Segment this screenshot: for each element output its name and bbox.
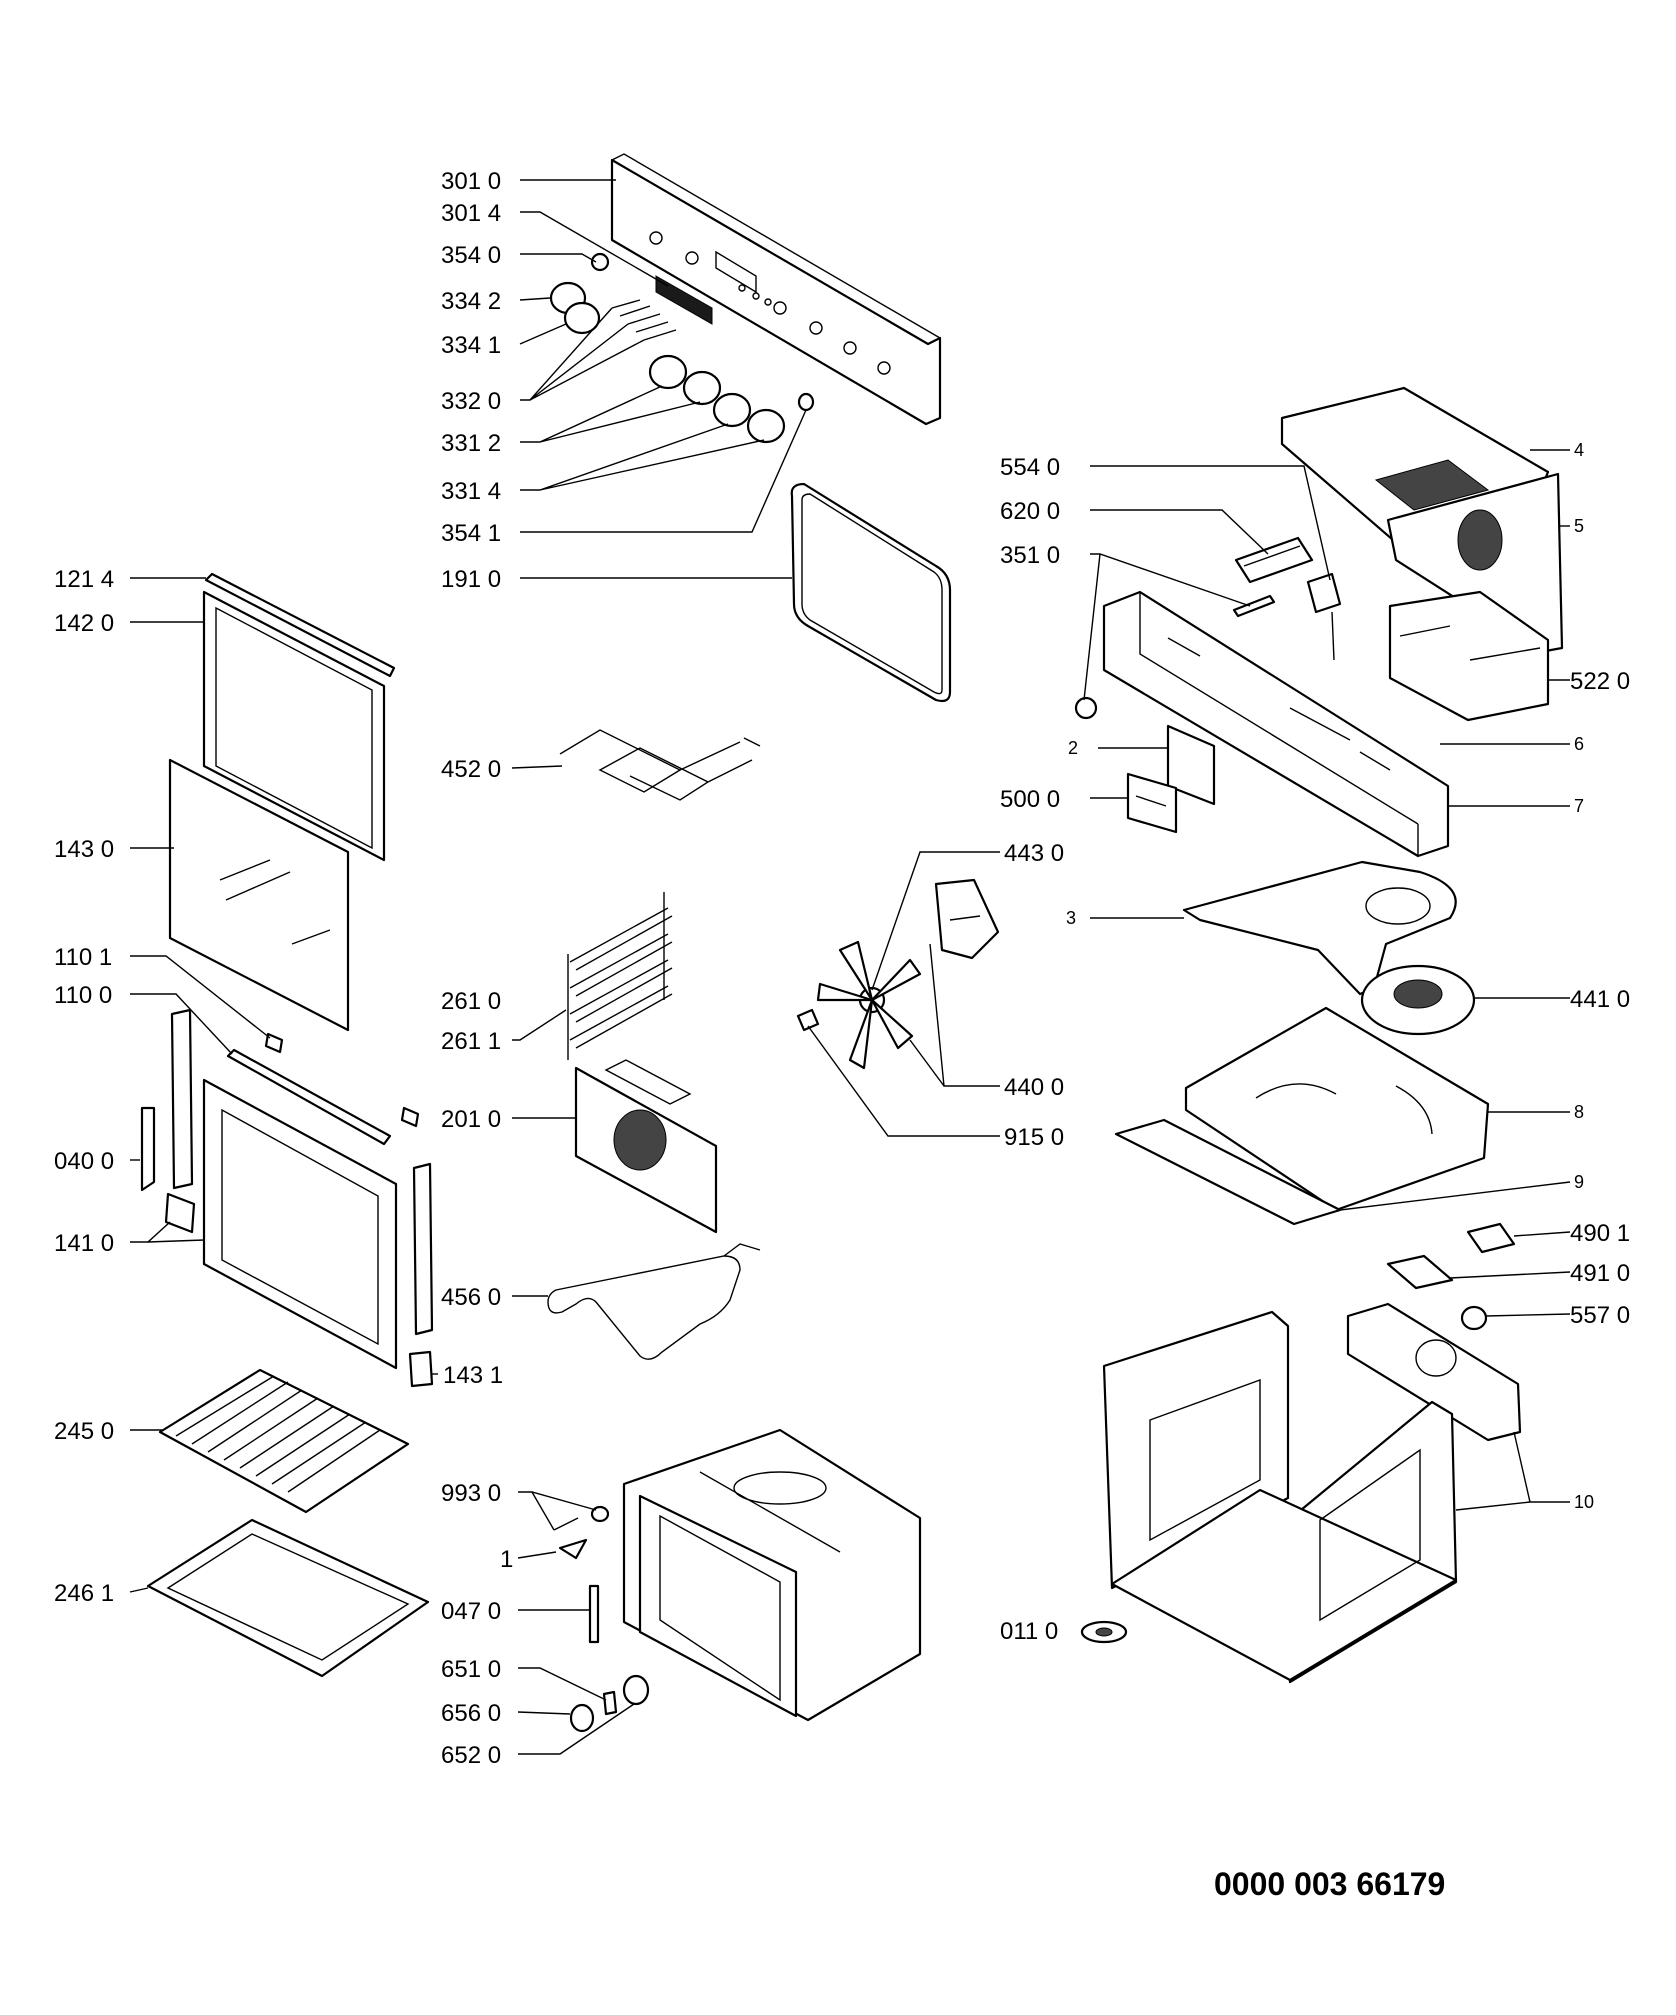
outer-casing: [1102, 1302, 1522, 1684]
part-label: 191 0: [441, 566, 501, 593]
door-clip-right: [400, 1106, 420, 1128]
door-gasket: [790, 482, 952, 703]
part-label: 452 0: [441, 756, 501, 783]
part-label: 4: [1574, 440, 1584, 460]
switch-components: [1074, 536, 1342, 720]
part-label: 993 0: [441, 1480, 501, 1507]
tangential-fan: [1360, 964, 1476, 1036]
part-label: 110 1: [54, 944, 112, 971]
part-label: 490 1: [1570, 1220, 1630, 1247]
door-frame: [202, 1078, 398, 1370]
part-label: 522 0: [1570, 668, 1630, 695]
part-label: 652 0: [441, 1742, 501, 1769]
outer-door-glass: [202, 590, 386, 862]
part-label: 9: [1574, 1172, 1584, 1192]
part-label: 2: [1068, 738, 1078, 758]
part-label: 332 0: [441, 388, 501, 415]
part-label: 040 0: [54, 1148, 114, 1175]
shelf-runners: [567, 892, 673, 1060]
control-panel-frame: [1102, 590, 1450, 858]
part-label: 441 0: [1570, 986, 1630, 1013]
part-label: 557 0: [1570, 1302, 1630, 1329]
cooling-fan: [1388, 590, 1550, 722]
leader-lines: [129, 179, 1571, 1755]
control-panel: [610, 153, 942, 426]
part-label: 915 0: [1004, 1124, 1064, 1151]
part-label: 331 4: [441, 478, 501, 505]
fan-motor: [934, 878, 1000, 960]
part-label: 491 0: [1570, 1260, 1630, 1287]
part-label: 651 0: [441, 1656, 501, 1683]
door-top-profile: [204, 572, 396, 678]
part-label: 261 0: [441, 988, 501, 1015]
part-label: 656 0: [441, 1700, 501, 1727]
fan-blade: [796, 940, 922, 1070]
part-label: 301 0: [441, 168, 501, 195]
top-cover-assembly: [1280, 386, 1564, 654]
part-label: 201 0: [441, 1106, 501, 1133]
knob-group: [549, 252, 815, 444]
part-label: 443 0: [1004, 840, 1064, 867]
part-label: 142 0: [54, 610, 114, 637]
hinge-strip-left: [170, 1008, 194, 1190]
part-label: 351 0: [1000, 542, 1060, 569]
part-label: 554 0: [1000, 454, 1060, 481]
small-fixings: [553, 1505, 610, 1644]
part-label: 047 0: [441, 1598, 501, 1625]
oven-cavity: [622, 1428, 922, 1722]
part-label: 301 4: [441, 200, 501, 227]
part-label: 7: [1574, 796, 1584, 816]
part-label: 8: [1574, 1102, 1584, 1122]
part-label: 334 1: [441, 332, 501, 359]
inner-door-glass: [168, 758, 350, 1032]
part-label: 143 1: [443, 1362, 503, 1389]
part-label: 5: [1574, 516, 1584, 536]
cooling-duct-lower: [1184, 1006, 1490, 1212]
part-label: 121 4: [54, 566, 114, 593]
part-label: 1: [500, 1546, 513, 1573]
top-heating-element: [559, 729, 761, 801]
part-label: 245 0: [54, 1418, 114, 1445]
part-label: 500 0: [1000, 786, 1060, 813]
part-number-labels: 301 0 301 4 354 0 334 2 334 1 332 0 331 …: [54, 168, 1630, 1769]
part-label: 456 0: [441, 1284, 501, 1311]
hinge-bracket: [408, 1350, 434, 1388]
document-number: 0000 003 66179: [1214, 1866, 1446, 1902]
part-label: 143 0: [54, 836, 114, 863]
part-label: 261 1: [441, 1028, 501, 1055]
door-inner-profile: [226, 1048, 392, 1146]
hinge: [140, 1106, 196, 1234]
timer-module: [1126, 724, 1216, 834]
display-insert: [655, 275, 713, 325]
part-label: 110 0: [54, 982, 112, 1009]
hinge-strip-right: [412, 1162, 434, 1336]
wire-rack: [158, 1368, 410, 1514]
door-clip-small: [264, 1032, 284, 1054]
rear-electricals: [1386, 1222, 1516, 1331]
part-label: 334 2: [441, 288, 501, 315]
oven-lamp: [569, 1674, 650, 1733]
part-label: 440 0: [1004, 1074, 1064, 1101]
part-label: 246 1: [54, 1580, 114, 1607]
part-label: 3: [1066, 908, 1076, 928]
part-label: 354 0: [441, 242, 501, 269]
part-label: 011 0: [1000, 1618, 1058, 1645]
fan-cover: [574, 1059, 718, 1234]
part-label: 620 0: [1000, 498, 1060, 525]
part-label: 331 2: [441, 430, 501, 457]
part-label: 6: [1574, 734, 1584, 754]
part-label: 141 0: [54, 1230, 114, 1257]
part-label: 354 1: [441, 520, 501, 547]
part-label: 10: [1574, 1492, 1594, 1512]
appliance-foot: [1080, 1620, 1128, 1644]
baking-tray: [146, 1518, 430, 1678]
lower-heating-element: [547, 1243, 761, 1360]
